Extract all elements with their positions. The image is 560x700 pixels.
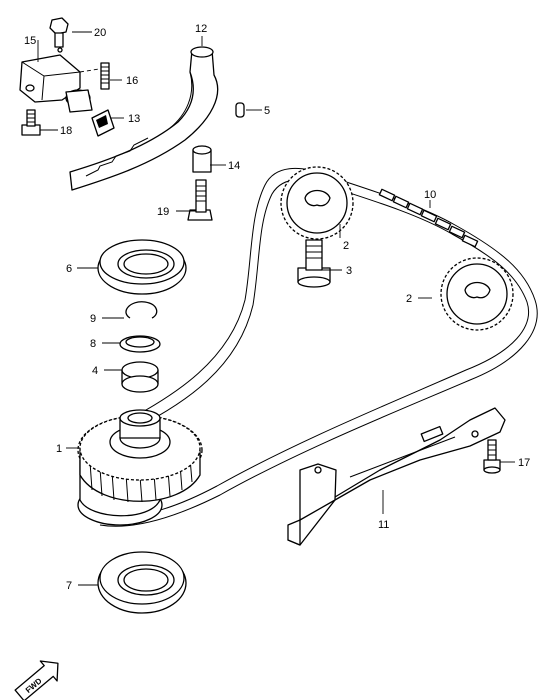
chain-tensioner-arm	[69, 46, 219, 191]
callout-19: 19	[157, 206, 169, 218]
callout-18: 18	[60, 125, 72, 137]
callout-12: 12	[195, 23, 207, 35]
camshaft-sprocket-lower	[440, 257, 514, 331]
bearing-7	[97, 551, 187, 614]
gasket-13	[91, 109, 115, 137]
bushing-14	[192, 145, 212, 173]
bolt-19	[187, 179, 213, 221]
stud-16	[100, 62, 110, 90]
callout-8: 8	[90, 338, 96, 350]
leader-lines	[37, 31, 515, 586]
callout-17: 17	[518, 457, 530, 469]
callout-5: 5	[264, 105, 270, 117]
bolt-18	[21, 109, 41, 136]
callout-4: 4	[92, 365, 98, 377]
tensioner-housing	[19, 47, 106, 113]
callout-20: 20	[94, 27, 106, 39]
shim-8	[119, 335, 161, 353]
chain-links-upper	[378, 188, 479, 248]
callout-2-lower: 2	[406, 293, 412, 305]
spacer-4	[121, 361, 159, 393]
fwd-direction-arrow: FWD	[14, 660, 59, 700]
callout-14: 14	[228, 160, 240, 172]
callout-1: 1	[56, 443, 62, 455]
callout-2-upper: 2	[343, 240, 349, 252]
bolt-3	[297, 239, 331, 288]
callout-3: 3	[346, 265, 352, 277]
callout-6: 6	[66, 263, 72, 275]
callout-13: 13	[128, 113, 140, 125]
callout-15: 15	[24, 35, 36, 47]
callout-7: 7	[66, 580, 72, 592]
bolt-20	[49, 17, 69, 48]
callout-16: 16	[126, 75, 138, 87]
callout-labels: 20 15 16 18 13 12 5 14 19 10 2 3 2 6 9 8…	[24, 23, 530, 592]
bearing-6	[97, 239, 187, 295]
camshaft-sprocket-upper	[280, 166, 354, 240]
pin-5	[235, 102, 245, 118]
callout-11: 11	[378, 519, 389, 531]
snap-ring-9	[125, 301, 158, 319]
crankshaft-gear	[77, 409, 203, 526]
callout-9: 9	[90, 313, 96, 325]
callout-10: 10	[424, 189, 436, 201]
bolt-17	[483, 439, 501, 474]
chain-guide	[287, 407, 506, 546]
